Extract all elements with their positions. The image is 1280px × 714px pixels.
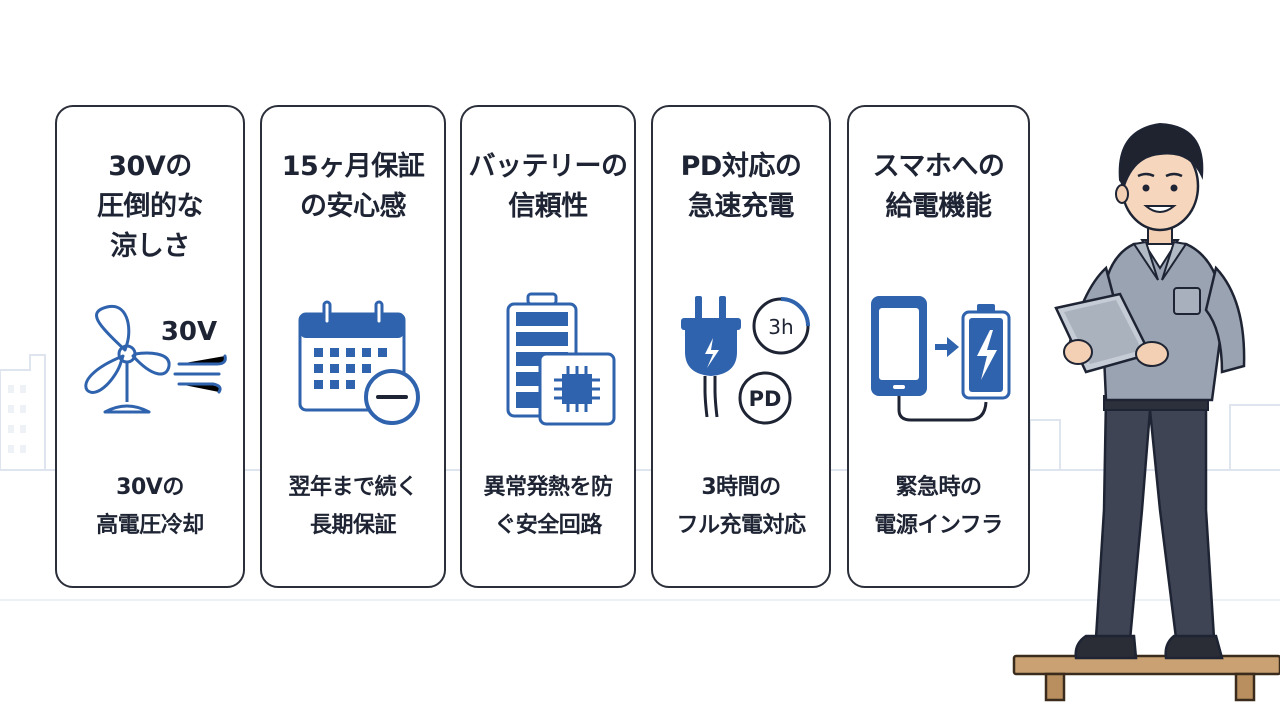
calendar-icon bbox=[298, 300, 420, 425]
feature-card-phone-power: スマホへの 給電機能 緊急時の 電源インフラ bbox=[847, 105, 1030, 588]
card-title: PD対応の 急速充電 bbox=[680, 151, 802, 222]
phone-battery-icon bbox=[871, 296, 1011, 422]
feature-card-cooling: 30Vの 圧倒的な 涼しさ 30V 30Vの 高電圧冷却 bbox=[55, 105, 245, 588]
card-description: 3時間の フル充電対応 bbox=[676, 475, 806, 538]
card-description: 翌年まで続く 長期保証 bbox=[288, 475, 418, 538]
voltage-label: 30V bbox=[161, 317, 217, 347]
feature-card-pd-charging: PD対応の 急速充電 3h PD 3時間の フル充電対応 bbox=[651, 105, 831, 588]
card-description: 異常発熱を防 ぐ安全回路 bbox=[483, 475, 613, 538]
worker-with-tablet-illustration bbox=[1012, 122, 1280, 702]
pd-label: PD bbox=[749, 387, 782, 411]
time-label: 3h bbox=[768, 315, 793, 339]
feature-card-battery: バッテリーの 信頼性 異常発熱を防 ぐ安全回路 bbox=[460, 105, 636, 588]
battery-chip-icon bbox=[506, 292, 616, 426]
plug-icon: 3h PD bbox=[681, 296, 810, 425]
feature-card-warranty: 15ヶ月保証 の安心感 翌年まで続く 長期保証 bbox=[260, 105, 446, 588]
card-title: バッテリーの 信頼性 bbox=[468, 151, 629, 222]
card-description: 30Vの 高電圧冷却 bbox=[96, 475, 204, 538]
card-title: スマホへの 給電機能 bbox=[872, 151, 1005, 222]
fan-icon: 30V bbox=[84, 304, 227, 414]
card-description: 緊急時の 電源インフラ bbox=[874, 475, 1003, 538]
card-title: 30Vの 圧倒的な 涼しさ bbox=[97, 151, 204, 262]
card-title: 15ヶ月保証 の安心感 bbox=[281, 151, 425, 222]
